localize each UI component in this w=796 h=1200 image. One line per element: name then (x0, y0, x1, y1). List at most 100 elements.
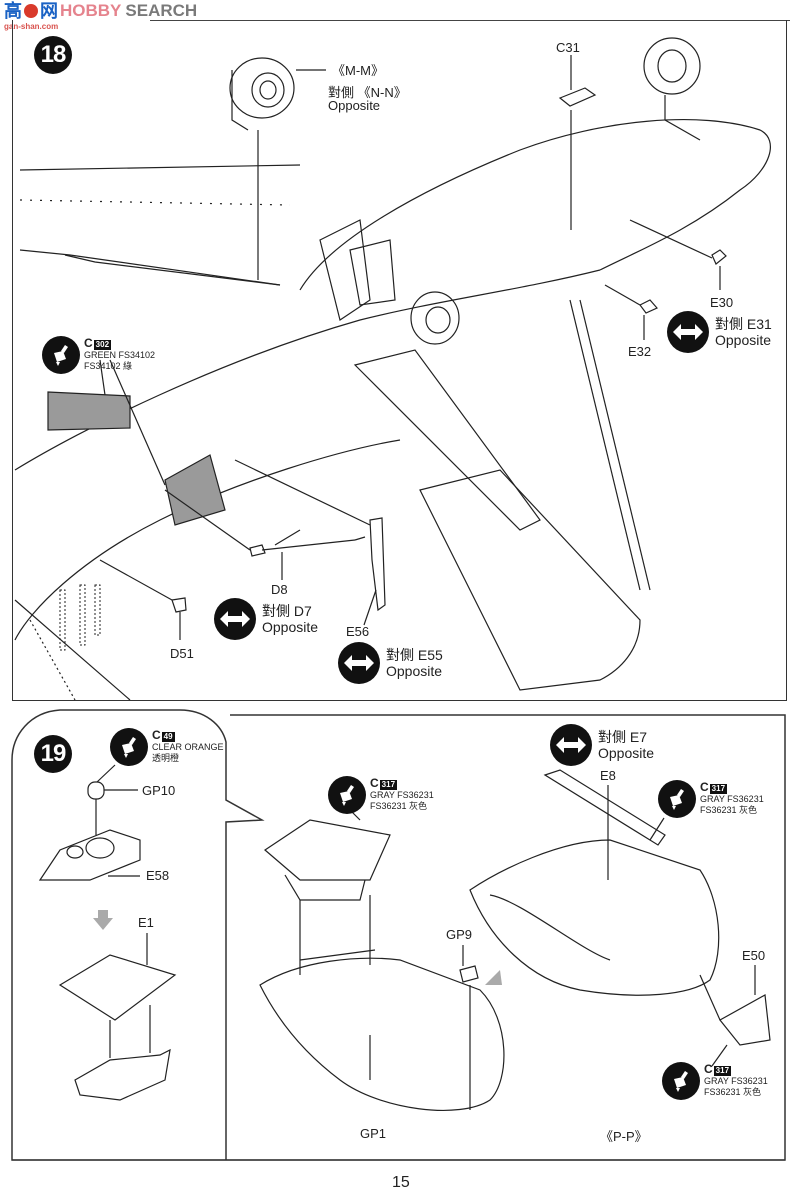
label-e8: E8 (600, 768, 616, 783)
paint-code: 49 (161, 731, 175, 742)
paint-name: GREEN FS34102 (84, 350, 156, 360)
paint-code: 317 (713, 1065, 732, 1076)
fuselage-outline (299, 119, 771, 291)
label-gp10: GP10 (142, 783, 176, 798)
double-arrow-icon (338, 642, 380, 684)
part-d8 (249, 544, 266, 557)
paint-code: 317 (709, 783, 728, 794)
paintbrush-icon (110, 728, 148, 766)
opposite-e31-en: Opposite (715, 332, 772, 348)
part-e50 (719, 994, 771, 1046)
label-e56: E56 (346, 624, 370, 639)
paint-name-cn: 透明橙 (152, 753, 180, 763)
label-d51: D51 (170, 646, 194, 661)
paint-code: 317 (379, 779, 398, 790)
paint-letter: C (370, 776, 379, 790)
label-e58: E58 (146, 868, 170, 883)
paint-name-cn: FS36231 灰色 (370, 801, 428, 811)
part-e56 (369, 517, 386, 612)
double-arrow-icon (214, 598, 256, 640)
flap-part (353, 349, 541, 531)
label-gp1: GP1 (360, 1126, 387, 1141)
paint-letter: C (152, 728, 161, 742)
label-gp9: GP9 (446, 927, 473, 942)
label-e1: E1 (138, 915, 154, 930)
label-mm-view: 《M-M》 (332, 63, 384, 78)
part-gp10 (87, 781, 105, 800)
step-18-badge: 18 (34, 36, 72, 74)
opposite-e7-cn: 對側 E7 (598, 729, 648, 745)
thumbs-up-icon (24, 4, 38, 18)
part-gp1 (259, 957, 505, 1111)
assembly-arrows (93, 910, 502, 985)
part-right-shell (469, 839, 720, 996)
watermark-url: gan-shan.com (4, 22, 59, 31)
paint-name: GRAY FS36231 (370, 790, 434, 800)
part-e1-base (74, 1048, 171, 1101)
up-right-arrow-icon (485, 970, 502, 985)
paint-name-cn: FS36231 灰色 (700, 805, 758, 815)
wheel-right (643, 37, 701, 95)
part-c31 (558, 87, 597, 107)
part-e8 (543, 769, 666, 846)
paint-name-cn: FS34102 綠 (84, 361, 133, 371)
paint-name: GRAY FS36231 (704, 1076, 768, 1086)
label-nn-view: 對側 《N-N》 (328, 85, 407, 100)
step-19-number: 19 (40, 740, 67, 767)
label-nn-opposite: Opposite (328, 98, 381, 113)
step-19-badge: 19 (34, 735, 72, 773)
panel-green-left (47, 391, 131, 431)
paint-letter: C (700, 780, 709, 794)
opposite-e55-en: Opposite (386, 663, 443, 679)
page-number: 15 (392, 1174, 410, 1191)
paint-letter: C (704, 1062, 713, 1076)
opposite-note-d7: 對側 D7 Opposite (214, 598, 318, 640)
label-e50: E50 (742, 948, 766, 963)
label-pp-view: 《P-P》 (600, 1129, 648, 1144)
step-18-number: 18 (40, 41, 67, 68)
watermark-logo: 高 网 HOBBY SEARCH (4, 2, 197, 30)
opposite-d7-en: Opposite (262, 619, 319, 635)
label-d8: D8 (271, 582, 288, 597)
part-e58 (38, 829, 141, 881)
aileron-part (419, 469, 641, 691)
opposite-d7-cn: 對側 D7 (262, 603, 312, 619)
paint-name: CLEAR ORANGE (152, 742, 224, 752)
watermark-cn-1: 高 (4, 1, 22, 21)
panel-green-center (164, 454, 226, 526)
opposite-e31-cn: 對側 E31 (715, 316, 772, 332)
part-e30 (711, 249, 727, 265)
paintbrush-icon (328, 776, 366, 814)
opposite-e7-en: Opposite (598, 745, 655, 761)
part-e1 (58, 954, 177, 1021)
wheel-mm (229, 57, 295, 119)
opposite-note-e7: 對側 E7 Opposite (550, 724, 654, 766)
paint-name-cn: FS36231 灰色 (704, 1087, 762, 1097)
header-rule (150, 20, 790, 21)
paint-code: 302 (93, 339, 112, 350)
watermark-cn-2: 网 (40, 1, 58, 21)
watermark-en-2: SEARCH (125, 1, 198, 20)
paint-letter: C (84, 336, 93, 350)
opposite-note-e31: 對側 E31 Opposite (667, 311, 772, 353)
double-arrow-icon (550, 724, 592, 766)
step-18-panel (12, 20, 787, 701)
wing-edge-line (19, 164, 301, 171)
watermark-en-1: HOBBY (60, 1, 122, 20)
paintbrush-icon (662, 1062, 700, 1100)
label-e32: E32 (628, 344, 652, 359)
paint-name: GRAY FS36231 (700, 794, 764, 804)
paintbrush-icon (42, 336, 80, 374)
opposite-note-e55: 對側 E55 Opposite (338, 642, 443, 684)
label-c31: C31 (556, 40, 580, 55)
wheel-center (410, 291, 460, 345)
step-19-callout-border (11, 709, 786, 1161)
paintbrush-icon (658, 780, 696, 818)
